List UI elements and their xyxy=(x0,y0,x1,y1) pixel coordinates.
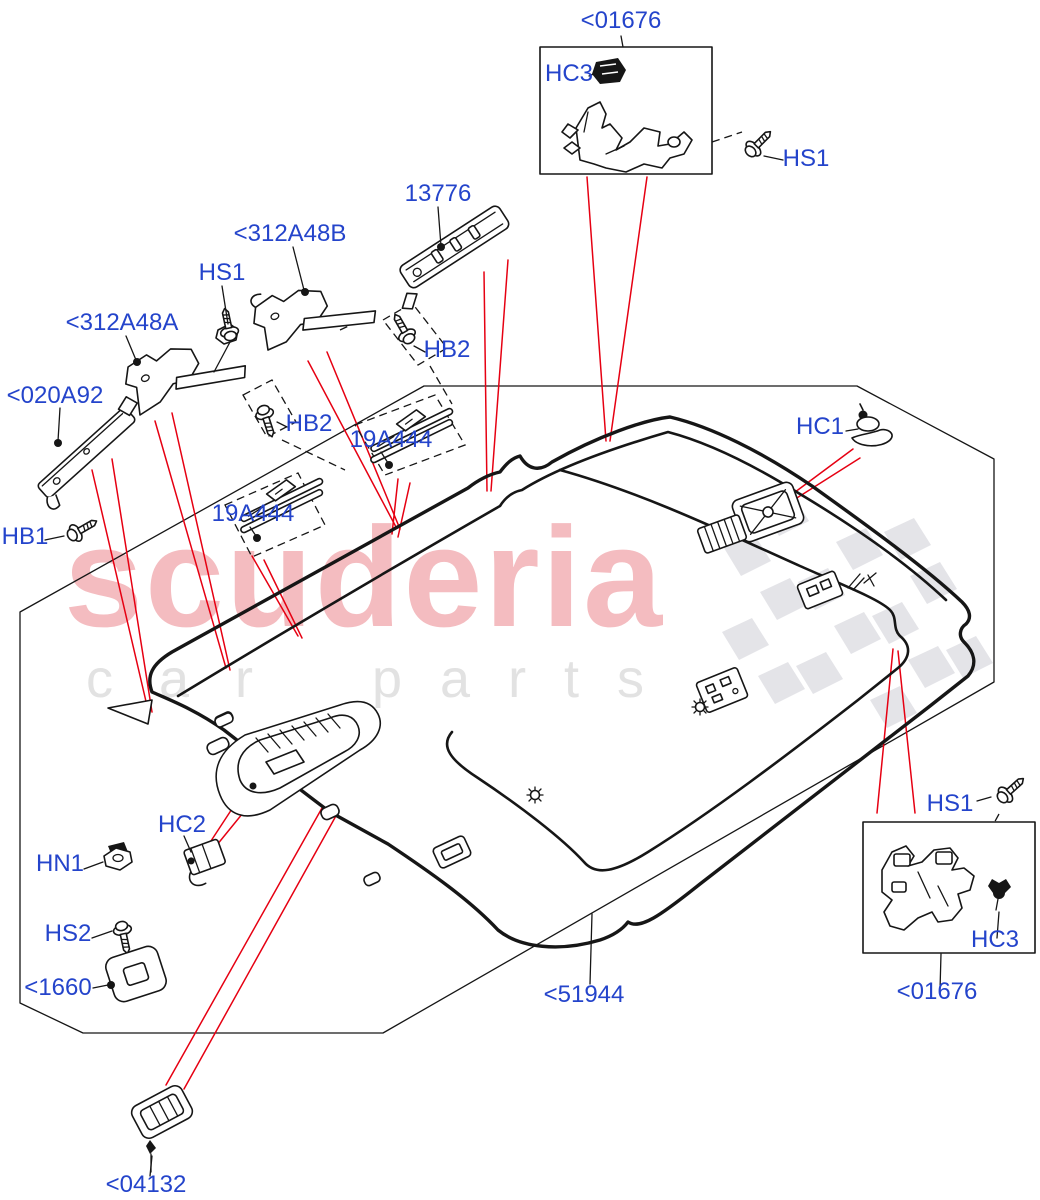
clip-hc2-drawing xyxy=(183,838,226,887)
callout-hc3-bottom: HC3 xyxy=(971,926,1019,953)
callout-19a444-lower: 19A444 xyxy=(212,500,295,527)
callout-hs2: HS2 xyxy=(45,920,92,947)
callout-hc1: HC1 xyxy=(796,413,844,440)
watermark-brand: scuderia xyxy=(64,498,665,657)
bracket-312a48a-drawing xyxy=(125,348,247,416)
wiring-pad-drawing xyxy=(695,667,749,713)
callout-312a48a: <312A48A xyxy=(66,309,179,336)
assembly-boundary-outline xyxy=(19,385,995,1034)
callout-hn1: HN1 xyxy=(36,850,84,877)
lamp-04132-drawing xyxy=(130,1084,194,1173)
clip-hc1-drawing xyxy=(851,403,893,447)
callout-hc2: HC2 xyxy=(158,811,206,838)
spring-clip-marks xyxy=(847,572,877,591)
callout-13776: 13776 xyxy=(405,180,472,207)
callout-hb2-mid: HB2 xyxy=(286,410,333,437)
callout-hs1-left: HS1 xyxy=(199,259,246,286)
storage-recess-drawing xyxy=(432,835,472,869)
grommet-1660-drawing xyxy=(105,945,167,1003)
callout-020a92: <020A92 xyxy=(7,382,104,409)
inset-box-01676-top xyxy=(539,46,713,175)
bracket-01676-top-drawing xyxy=(561,101,693,173)
black-leader-lines xyxy=(44,35,1000,1177)
clip-hc3-bottom-drawing xyxy=(988,879,1011,911)
callout-312a48b: <312A48B xyxy=(234,220,347,247)
callout-1660: <1660 xyxy=(24,974,91,1001)
gear-fitting-icons xyxy=(526,698,709,804)
callout-labels: <01676 HC3 HS1 13776 <312A48B HS1 <312A4… xyxy=(2,7,1019,1198)
callout-hb2-right: HB2 xyxy=(424,336,471,363)
callout-04132: <04132 xyxy=(106,1171,187,1198)
headliner-panel-drawing xyxy=(107,415,976,949)
callout-hb1: HB1 xyxy=(2,523,49,550)
bracket-312a48b-drawing xyxy=(250,289,377,351)
callout-51944: <51944 xyxy=(544,981,625,1008)
screw-hs1-top-drawing xyxy=(740,124,778,162)
inset-box-01676-bottom xyxy=(862,821,1036,954)
screw-hs2-drawing xyxy=(111,918,138,957)
watermark-tagline-parts: parts xyxy=(372,649,683,709)
bracket-01676-bottom-drawing xyxy=(881,845,975,931)
small-oval-slot xyxy=(214,712,234,728)
sunroof-console-drawing xyxy=(206,700,382,887)
callout-19a444-upper: 19A444 xyxy=(350,426,433,453)
screw-hs1-bottom-drawing xyxy=(992,771,1031,808)
bracket-13776-drawing xyxy=(399,205,510,310)
callout-hc3-top: HC3 xyxy=(545,60,593,87)
detached-parts xyxy=(37,124,1031,1173)
red-leader-lines xyxy=(91,77,987,1090)
callout-01676-bottom: <01676 xyxy=(897,978,978,1005)
nut-hn1-drawing xyxy=(103,842,133,871)
callout-hs1-bottom: HS1 xyxy=(927,790,974,817)
screw-hb1-drawing xyxy=(63,512,102,546)
callout-hs1-top: HS1 xyxy=(783,145,830,172)
hc1-mounting-pad-drawing xyxy=(696,481,805,554)
callout-01676-top: <01676 xyxy=(581,7,662,34)
screw-hb2-right-drawing xyxy=(386,309,420,348)
clip-hc3-top-drawing xyxy=(592,58,626,84)
bracket-020a92-drawing xyxy=(37,396,139,510)
relay-pad-drawing xyxy=(796,570,844,610)
